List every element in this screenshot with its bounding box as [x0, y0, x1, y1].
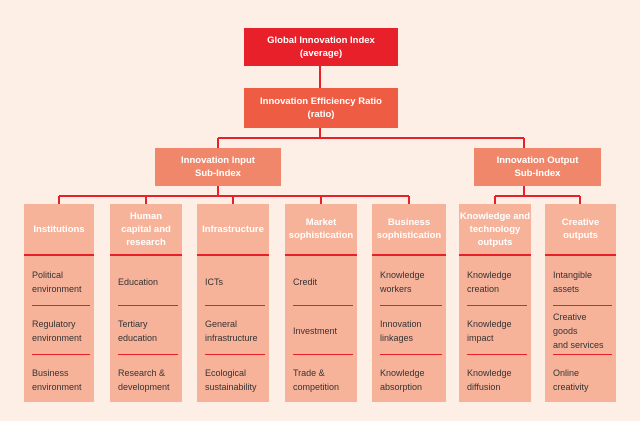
- sub-pillar: ICTs: [205, 258, 265, 306]
- innovation-efficiency-ratio-box: Innovation Efficiency Ratio (ratio): [244, 88, 398, 128]
- sub-pillar: Education: [118, 258, 178, 306]
- sub-pillar: Trade & competition: [293, 368, 340, 392]
- sub-pillar: Knowledge creation: [467, 258, 527, 306]
- sub-pillar: Creative goods and services: [553, 307, 612, 355]
- sub-pillar: General infrastructure: [205, 307, 265, 355]
- sub-pillar: Knowledge workers: [380, 258, 442, 306]
- sub-pillar: Innovation linkages: [380, 307, 442, 355]
- sub-pillar: Intangible assets: [553, 258, 612, 306]
- sub-pillar: Knowledge impact: [467, 307, 527, 355]
- sub-pillar: Regulatory environment: [32, 307, 90, 355]
- pillar-header: Business sophistication: [372, 204, 446, 256]
- sub-pillar: Knowledge absorption: [380, 368, 425, 392]
- pillar-header: Human capital and research: [110, 204, 182, 256]
- innovation-output-sub-index-box: Innovation Output Sub-Index: [474, 148, 601, 186]
- pillar-header: Institutions: [24, 204, 94, 256]
- sub-pillar: Online creativity: [553, 368, 589, 392]
- sub-pillar: Tertiary education: [118, 307, 178, 355]
- sub-pillar: Research & development: [118, 368, 170, 392]
- innovation-input-sub-index-box: Innovation Input Sub-Index: [155, 148, 281, 186]
- pillar-header: Knowledge and technology outputs: [459, 204, 531, 256]
- pillar-header: Market sophistication: [285, 204, 357, 256]
- pillar-header: Infrastructure: [197, 204, 269, 256]
- sub-pillar: Investment: [293, 307, 353, 355]
- sub-pillar: Ecological sustainability: [205, 368, 257, 392]
- sub-pillar: Credit: [293, 258, 353, 306]
- sub-pillar: Business environment: [32, 368, 82, 392]
- sub-pillar: Political environment: [32, 258, 90, 306]
- global-innovation-index-box: Global Innovation Index (average): [244, 28, 398, 66]
- sub-pillar: Knowledge diffusion: [467, 368, 512, 392]
- pillar-header: Creative outputs: [545, 204, 616, 256]
